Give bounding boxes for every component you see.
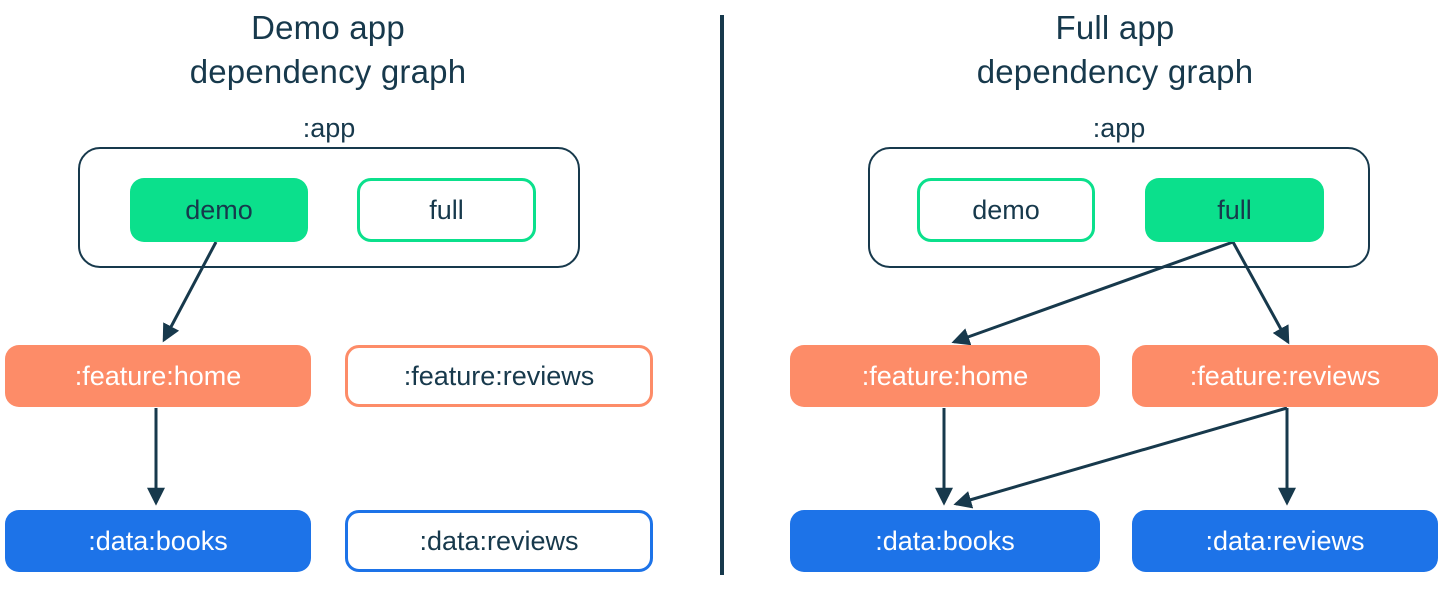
demo-app-module-label: :app [302,113,356,143]
demo-panel-flavor-demo: demo [130,178,308,242]
demo-panel-feature-home-node: :feature:home [5,345,311,407]
full-panel-title: Full app dependency graph [976,9,1254,90]
demo-panel-data-books-node: :data:books [5,510,311,572]
full-panel-feature-home-node: :feature:home [790,345,1100,407]
full-panel-data-reviews-node: :data:reviews [1132,510,1438,572]
panel-divider [720,15,724,575]
full-panel-data-books-node: :data:books [790,510,1100,572]
full-panel-flavor-full: full [1145,178,1324,242]
dependency-arrow-feature-reviews-to-data-books [953,406,1288,509]
demo-panel-feature-reviews-node: :feature:reviews [345,345,653,407]
full-app-module-container [868,147,1370,268]
demo-panel-data-reviews-node: :data:reviews [345,510,653,572]
full-panel-flavor-demo: demo [917,178,1095,242]
full-app-module-label: :app [1092,113,1146,143]
demo-panel-flavor-full: full [357,178,536,242]
demo-app-module-container [78,147,580,268]
full-panel-feature-reviews-node: :feature:reviews [1132,345,1438,407]
demo-panel-title: Demo app dependency graph [189,9,467,90]
